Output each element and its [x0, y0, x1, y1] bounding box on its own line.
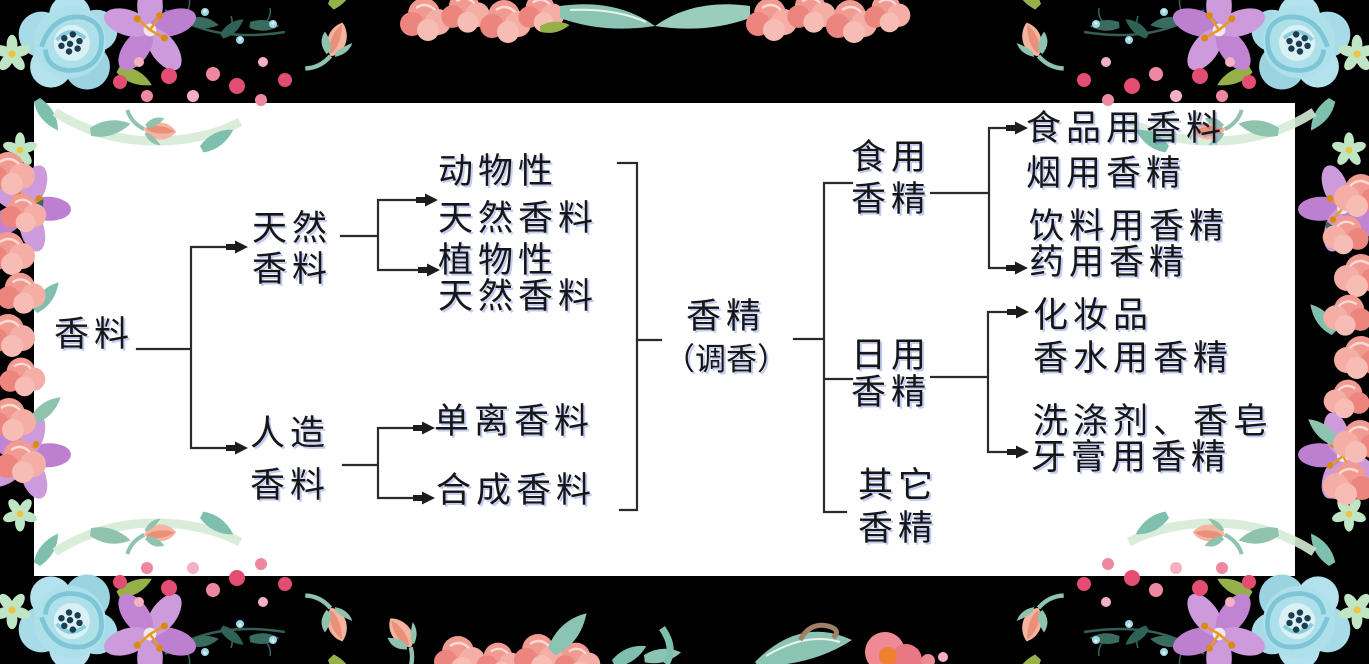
diagram-panel [34, 103, 1295, 576]
edible-children-lines [929, 126, 1013, 270]
node-plant-natural: 植物性 天然香料 [438, 241, 599, 316]
arrow-icon [416, 193, 438, 207]
daily-child-perfume: 香水用香精 [1033, 339, 1234, 378]
edible-child-medicine: 药用香精 [1029, 243, 1190, 282]
root-branch-lines [135, 245, 234, 450]
arrow-icon [1007, 305, 1029, 319]
node-isolated: 单离香料 [434, 402, 595, 441]
bottom-garland [378, 610, 948, 664]
node-natural: 天然 香料 [251, 209, 332, 289]
daily-child-toothpaste: 牙膏用香精 [1031, 438, 1232, 477]
node-daily: 日用 香精 [850, 336, 931, 412]
arrow-icon [413, 421, 435, 435]
arrow-icon [418, 263, 440, 277]
node-artificial: 人造 香料 [249, 414, 330, 505]
node-essence: 香精 （调香） [664, 297, 788, 377]
daily-children-lines [929, 310, 1014, 454]
edible-child-food: 食品用香料 [1026, 109, 1227, 148]
edible-child-beverage: 饮料用香精 [1029, 207, 1230, 246]
node-animal-natural: 动物性 天然香料 [438, 152, 599, 238]
arrow-icon [413, 491, 435, 505]
arrow-icon [1006, 121, 1028, 135]
node-edible: 食用 香精 [850, 138, 931, 219]
daily-child-cosmetics: 化妆品 [1033, 296, 1154, 335]
node-root: 香料 [54, 314, 134, 356]
collect-bracket [616, 161, 639, 512]
daily-child-detergent-soap: 洗涤剂、香皂 [1033, 402, 1274, 441]
edible-child-tobacco: 烟用香精 [1026, 154, 1187, 193]
artificial-branch-lines [341, 426, 420, 500]
node-other: 其它 香精 [857, 466, 938, 548]
arrow-icon [1007, 445, 1029, 459]
natural-branch-lines [339, 198, 425, 272]
node-root-label: 香料 [54, 315, 135, 354]
arrow-icon [226, 240, 248, 254]
essence-branch-lines [792, 181, 854, 514]
arrow-icon [1006, 261, 1028, 275]
node-synthetic: 合成香料 [436, 471, 597, 510]
